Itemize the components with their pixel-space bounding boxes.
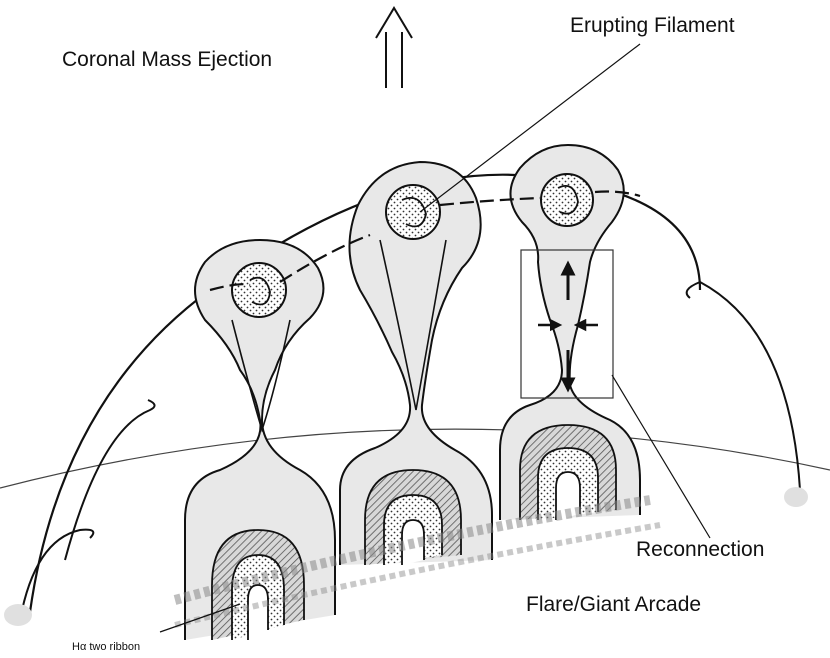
ribbon-label: Hα two ribbon [72, 641, 141, 653]
footpoint-left [4, 604, 32, 626]
leader-filament [419, 43, 641, 213]
reconnection-box [520, 249, 614, 399]
outer-line-left2 [64, 399, 156, 561]
structure-right [499, 143, 641, 520]
leader-ribbon [159, 603, 241, 633]
outer-line-right [685, 280, 801, 491]
arcade-label: Flare/Giant Arcade [526, 593, 702, 616]
ribbon-band-2 [174, 522, 661, 628]
structure-middle [339, 160, 493, 565]
reconnection-label: Reconnection [636, 538, 765, 561]
footpoint-right [784, 487, 808, 507]
flux-rope [209, 190, 641, 292]
cme-label: Coronal Mass Ejection [62, 48, 273, 71]
filament-label: Erupting Filament [570, 14, 735, 37]
ribbon-band [173, 495, 651, 605]
leader-reconnection [611, 374, 711, 539]
cme-arrow-icon [375, 6, 413, 88]
cme-arc [28, 173, 702, 613]
structure-left [184, 238, 336, 640]
